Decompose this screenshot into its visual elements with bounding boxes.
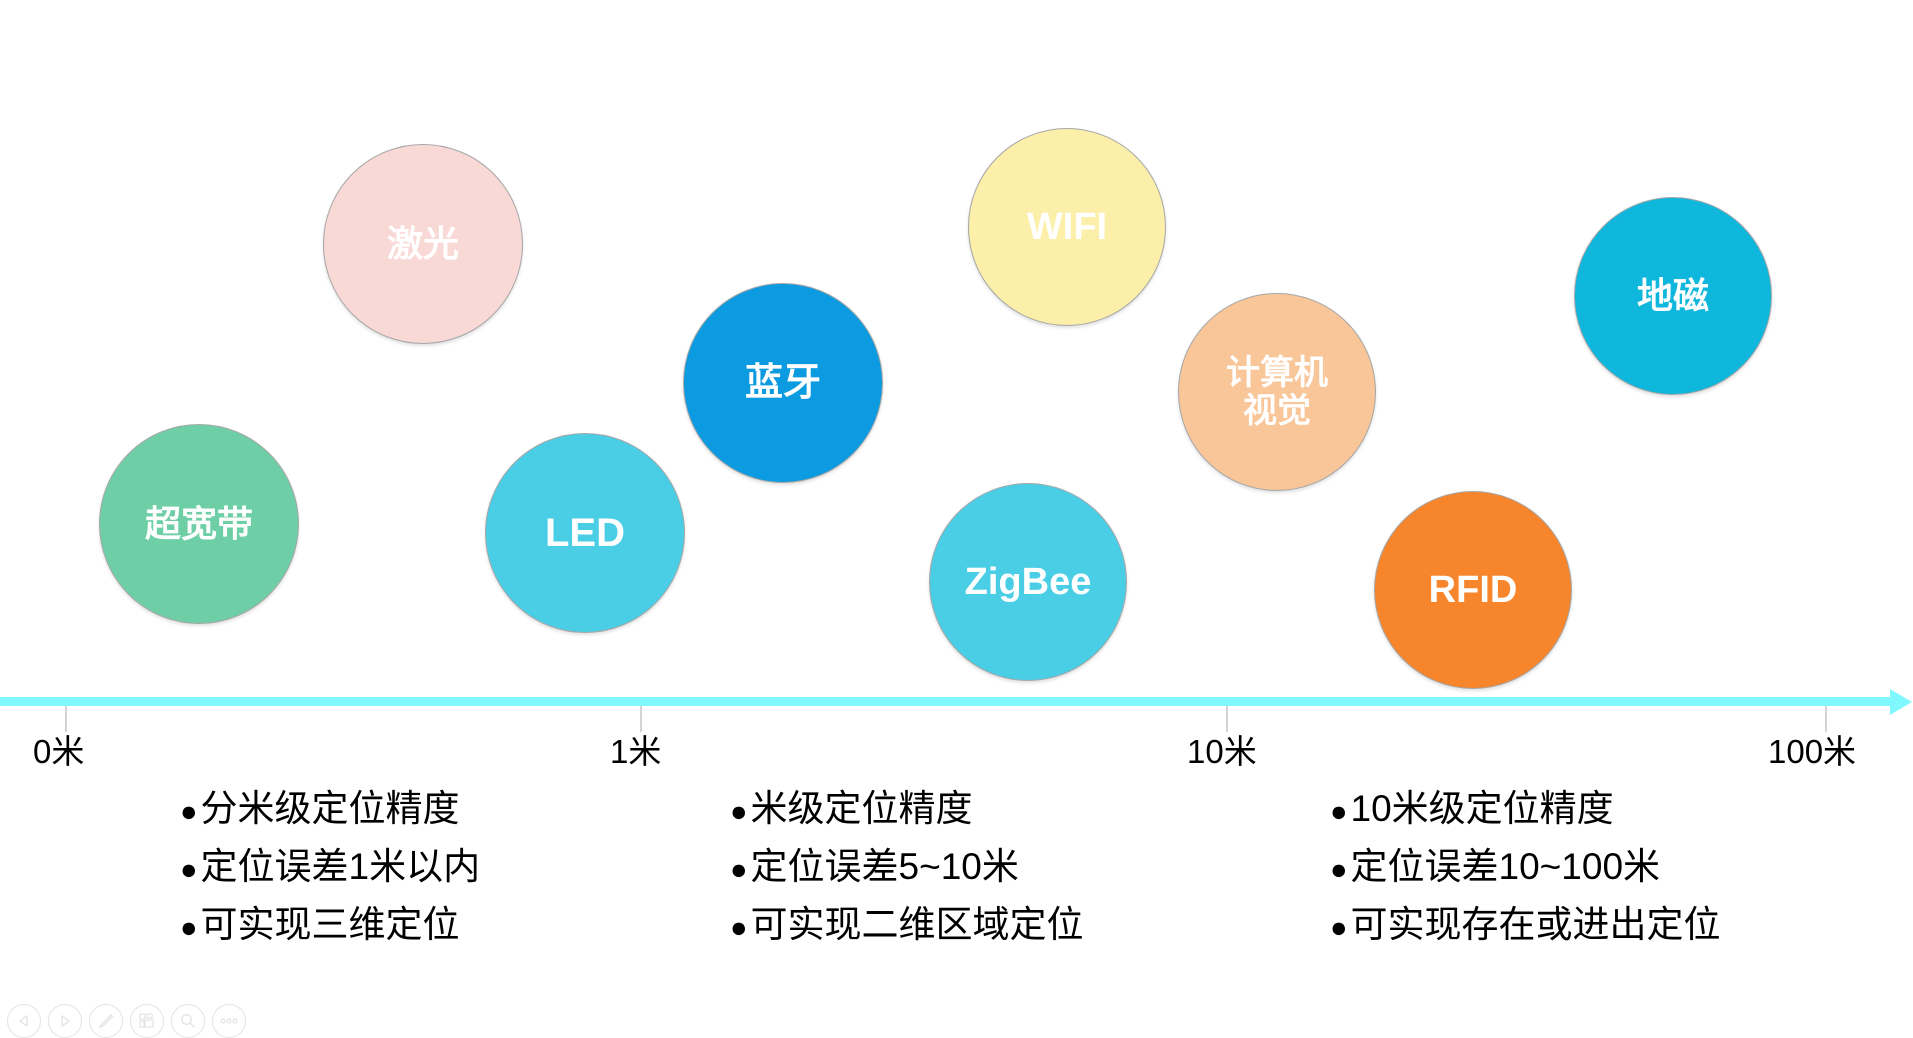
bubble-rfid[interactable]: RFID [1374, 491, 1572, 689]
bullet-dot-icon: ● [1330, 912, 1348, 944]
bullet-item: ●可实现存在或进出定位 [1330, 906, 1721, 943]
bullet-column-meter-level: ●米级定位精度●定位误差5~10米●可实现二维区域定位 [730, 790, 1084, 964]
all-slides-button[interactable] [130, 1004, 164, 1038]
bullet-text: 可实现二维区域定位 [750, 904, 1084, 945]
bullet-column-decimeter-level: ●分米级定位精度●定位误差1米以内●可实现三维定位 [180, 790, 480, 964]
bullet-column-ten-meter-level: ●10米级定位精度●定位误差10~100米●可实现存在或进出定位 [1330, 790, 1721, 964]
bullet-text: 定位误差10~100米 [1350, 846, 1661, 887]
bubble-label: WIFI [1026, 205, 1108, 248]
pen-button[interactable] [89, 1004, 123, 1038]
bubble-label: ZigBee [964, 560, 1092, 603]
bubble-wifi[interactable]: WIFI [968, 128, 1166, 326]
bubble-computer-vision[interactable]: 计算机 视觉 [1178, 293, 1376, 491]
presentation-toolbar[interactable] [0, 1003, 246, 1038]
bubble-zigbee[interactable]: ZigBee [929, 483, 1127, 681]
bullet-dot-icon: ● [1330, 854, 1348, 886]
more-options-button[interactable] [212, 1004, 246, 1038]
axis-tick-label: 100米 [1768, 733, 1857, 770]
axis-line [0, 697, 1890, 706]
bubble-label: LED [545, 510, 625, 555]
bullet-text: 定位误差5~10米 [750, 846, 1019, 887]
axis-tick-label: 0米 [33, 733, 85, 770]
axis-tick [1226, 706, 1228, 732]
zoom-button[interactable] [171, 1004, 205, 1038]
triangle-right-icon [57, 1013, 73, 1029]
axis-tick [640, 706, 642, 732]
bullet-item: ●10米级定位精度 [1330, 790, 1721, 827]
bullet-dot-icon: ● [730, 854, 748, 886]
bullet-text: 10米级定位精度 [1350, 788, 1614, 829]
bullet-item: ●可实现三维定位 [180, 906, 480, 943]
axis-tick [1825, 706, 1827, 732]
bullet-item: ●可实现二维区域定位 [730, 906, 1084, 943]
bullet-text: 可实现存在或进出定位 [1350, 904, 1721, 945]
magnifier-icon [179, 1012, 197, 1030]
bubble-label: 计算机 视觉 [1226, 353, 1328, 430]
bullet-dot-icon: ● [1330, 796, 1348, 828]
bullet-text: 米级定位精度 [750, 788, 973, 829]
bullet-dot-icon: ● [180, 854, 198, 886]
bubble-label: 地磁 [1636, 274, 1709, 316]
bullet-dot-icon: ● [730, 796, 748, 828]
bullet-dot-icon: ● [180, 796, 198, 828]
grid-slides-icon [138, 1012, 156, 1030]
bullet-item: ●定位误差1米以内 [180, 848, 480, 885]
axis-tick [65, 706, 67, 732]
triangle-left-icon [16, 1013, 32, 1029]
pen-icon [96, 1011, 116, 1031]
bullet-item: ●米级定位精度 [730, 790, 1084, 827]
bubble-led[interactable]: LED [485, 433, 685, 633]
previous-slide-button[interactable] [7, 1004, 41, 1038]
bullet-dot-icon: ● [180, 912, 198, 944]
bullet-text: 可实现三维定位 [200, 904, 460, 945]
bullet-item: ●定位误差5~10米 [730, 848, 1084, 885]
bullet-text: 分米级定位精度 [200, 788, 460, 829]
bubble-label: 蓝牙 [744, 361, 821, 404]
bullet-item: ●定位误差10~100米 [1330, 848, 1721, 885]
bubble-uwb[interactable]: 超宽带 [99, 424, 299, 624]
ellipsis-icon [219, 1017, 239, 1025]
next-slide-button[interactable] [48, 1004, 82, 1038]
axis-arrow-icon [1890, 688, 1912, 715]
bubble-label: 超宽带 [144, 502, 253, 544]
bullet-text: 定位误差1米以内 [200, 846, 481, 887]
bubble-label: 激光 [386, 222, 459, 264]
bubble-geomagnetic[interactable]: 地磁 [1574, 197, 1772, 395]
axis-tick-label: 10米 [1187, 733, 1257, 770]
axis-tick-label: 1米 [610, 733, 662, 770]
bullet-dot-icon: ● [730, 912, 748, 944]
bubble-label: RFID [1428, 568, 1518, 611]
bubble-bluetooth[interactable]: 蓝牙 [683, 283, 883, 483]
bullet-item: ●分米级定位精度 [180, 790, 480, 827]
bubble-laser[interactable]: 激光 [323, 144, 523, 344]
